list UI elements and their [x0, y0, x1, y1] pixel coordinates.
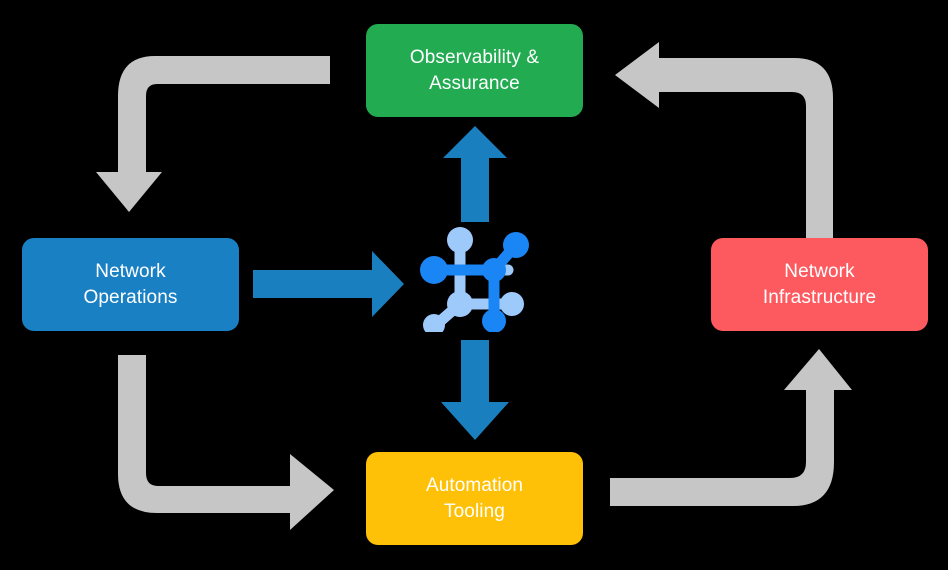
connector-operations-to-center	[253, 251, 404, 317]
node-network-infrastructure[interactable]: Network Infrastructure	[711, 238, 928, 331]
node-observability-label: Observability & Assurance	[409, 46, 540, 94]
connector-center-to-automation	[441, 340, 509, 440]
node-network-operations-label: Network Operations	[83, 260, 178, 308]
connector-observability-to-operations	[96, 56, 330, 212]
node-observability-assurance[interactable]: Observability & Assurance	[366, 24, 583, 117]
network-topology-icon	[420, 227, 529, 332]
node-network-operations[interactable]: Network Operations	[22, 238, 239, 331]
connector-operations-to-automation	[118, 355, 334, 530]
node-network-infrastructure-label: Network Infrastructure	[762, 260, 877, 308]
node-automation-tooling[interactable]: Automation Tooling	[366, 452, 583, 545]
node-automation-tooling-label: Automation Tooling	[425, 474, 524, 522]
connector-automation-to-infrastructure	[610, 349, 852, 506]
connector-infrastructure-to-observability	[615, 42, 833, 258]
connector-center-to-observability	[443, 126, 507, 222]
